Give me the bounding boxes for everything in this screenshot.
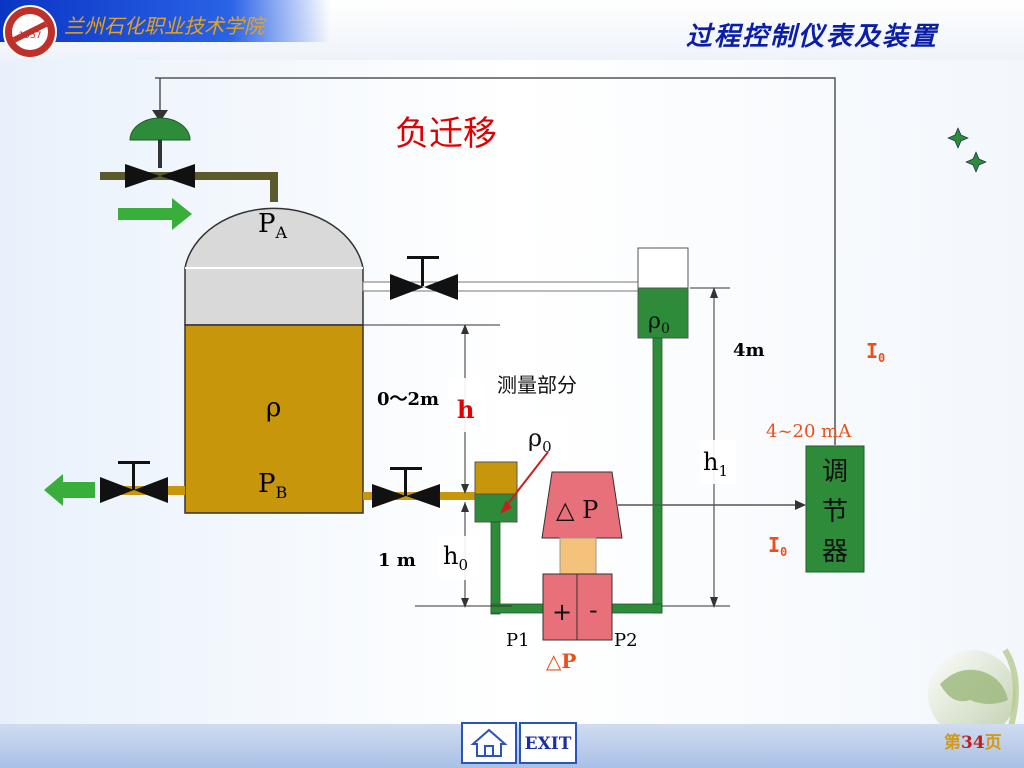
range-label: 0～2m xyxy=(377,389,439,410)
h0-label: h0 xyxy=(443,542,468,574)
h1-label: h1 xyxy=(703,448,728,480)
upper-valve-right-icon xyxy=(424,274,458,300)
current-side-label: I0 xyxy=(768,533,787,559)
tank-density-label: ρ xyxy=(266,393,281,423)
tank-bottom-pressure-label: PB xyxy=(258,469,287,502)
outlet-valve-stem xyxy=(132,464,135,490)
home-icon xyxy=(470,728,508,757)
school-name: 兰州石化职业技术学院 xyxy=(64,14,264,38)
one-meter-label: 1 m xyxy=(378,550,416,571)
slide-header: 1957 兰州石化职业技术学院 过程控制仪表及装置 xyxy=(0,0,1024,60)
upper-seal-pot-empty xyxy=(637,247,689,289)
tank-vapor-space xyxy=(184,207,364,326)
upper-valve-stem xyxy=(421,258,424,286)
inflow-arrow-icon xyxy=(118,198,192,230)
lower-valve-handle xyxy=(390,467,422,470)
seal-density-label: ρ0 xyxy=(528,424,552,456)
inlet-pipe-riser xyxy=(270,172,278,202)
seal-pointer-line xyxy=(502,451,549,511)
range-arrow-down-icon xyxy=(461,484,469,494)
controller-char-3: 器 xyxy=(822,537,848,567)
signal-range-label: 4~20 mA xyxy=(766,421,852,442)
home-button[interactable] xyxy=(461,722,517,764)
level-symbol: h xyxy=(457,395,474,424)
upper-seal-density-label: ρ0 xyxy=(648,309,670,337)
seal-pointer-arrow-icon xyxy=(500,500,512,514)
positive-impulse-line-horizontal xyxy=(490,603,544,614)
logo-year: 1957 xyxy=(19,31,42,41)
dp-transmitter-label: △ P xyxy=(556,496,598,524)
dp-transmitter-head xyxy=(541,471,623,539)
globe-icon xyxy=(928,648,1019,738)
range-arrow-up-icon xyxy=(461,324,469,334)
level-symbol-box xyxy=(448,378,484,432)
diagram-title: 负迁移 xyxy=(395,114,497,154)
h1-arrow-down-icon xyxy=(710,597,718,608)
p2-label: P2 xyxy=(614,630,638,651)
h0-label-box xyxy=(438,536,478,580)
outlet-valve-handle xyxy=(118,461,150,464)
outlet-valve-right-icon xyxy=(134,477,168,503)
control-valve-right-icon xyxy=(160,164,195,188)
lower-valve-stem xyxy=(404,470,407,496)
controller-char-2: 节 xyxy=(822,497,848,527)
tank-top-pressure-label: PA xyxy=(258,209,288,242)
lower-seal-pot-liquid xyxy=(474,461,518,495)
upper-valve-handle xyxy=(407,256,439,259)
plus-sign: + xyxy=(552,598,572,626)
positive-impulse-line xyxy=(490,521,501,615)
negative-impulse-line-horizontal xyxy=(611,603,663,614)
school-logo-icon: 1957 xyxy=(3,5,57,59)
minus-sign: - xyxy=(589,596,598,624)
h1-arrow-up-icon xyxy=(710,287,718,298)
outlet-valve-left-icon xyxy=(100,477,134,503)
signal-to-controller-arrow-icon xyxy=(795,500,806,510)
controller-char-1: 调 xyxy=(822,457,848,487)
valve-actuator-icon xyxy=(129,117,191,141)
controller-box xyxy=(805,445,865,573)
measurement-part-label: 测量部分 xyxy=(497,373,577,397)
h0-arrow-down-icon xyxy=(461,598,469,608)
control-valve-left-icon xyxy=(125,164,160,188)
seal-density-box xyxy=(520,418,568,460)
page-number: 第34页 xyxy=(944,733,1002,753)
negative-impulse-line xyxy=(652,337,663,614)
course-title: 过程控制仪表及装置 xyxy=(685,22,938,52)
exit-button[interactable]: EXIT xyxy=(519,722,577,764)
upper-valve-left-icon xyxy=(390,274,424,300)
valve-stem xyxy=(158,140,162,168)
signal-line xyxy=(155,77,836,445)
p1-label: P1 xyxy=(506,630,530,651)
h0-arrow-up-icon xyxy=(461,502,469,512)
lower-valve-right-icon xyxy=(406,484,440,508)
dp-transmitter-neck xyxy=(559,537,597,575)
height-4m-label: 4m xyxy=(733,340,765,361)
sparkle-icon xyxy=(947,127,987,173)
current-top-label: I0 xyxy=(866,339,885,365)
tank-liquid xyxy=(184,324,364,514)
dp-capsule-negative xyxy=(576,573,613,641)
dp-bottom-label: △P xyxy=(546,649,576,673)
outflow-arrow-icon xyxy=(44,474,95,506)
h1-label-box xyxy=(700,440,736,484)
signal-arrow-icon xyxy=(152,110,168,122)
lower-valve-left-icon xyxy=(372,484,406,508)
upper-seal-pot-fluid xyxy=(637,287,689,339)
